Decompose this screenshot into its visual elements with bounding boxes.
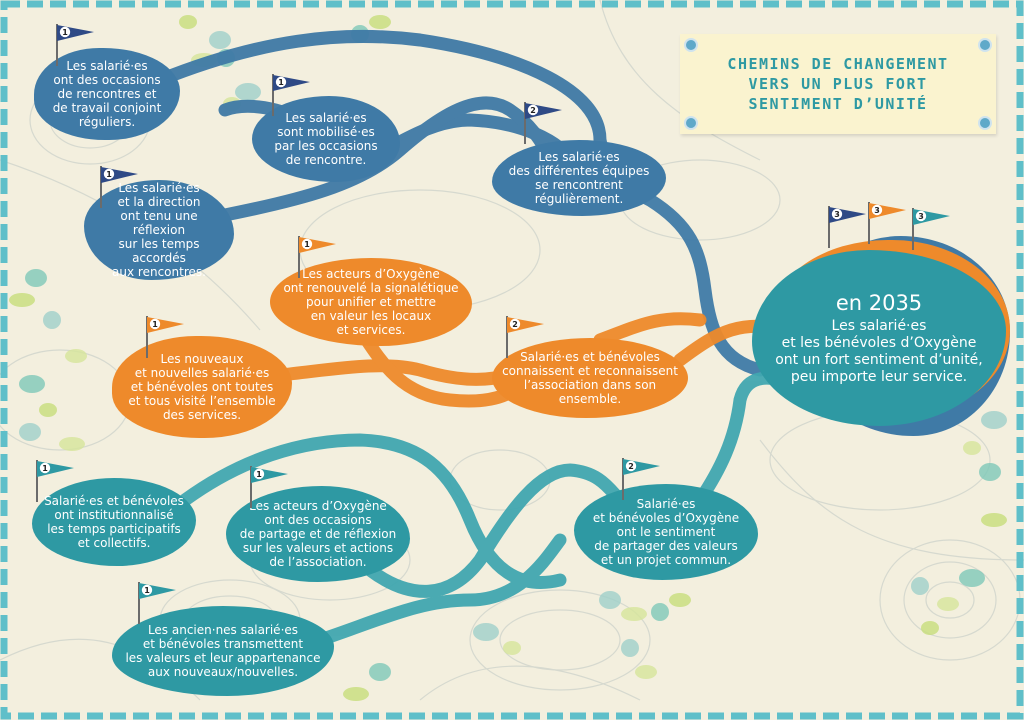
bubble-text: Les salarié·es et la direction ont tenu …: [112, 181, 206, 279]
flag-icon: 1: [138, 582, 176, 624]
blue-step-rencontres: Les salarié·es ont des occasions de renc…: [34, 48, 180, 140]
teal-trail-2: [363, 463, 627, 598]
flag-icon: 1: [250, 466, 288, 508]
svg-text:2: 2: [628, 462, 634, 471]
page-title: CHEMINS DE CHANGEMENT VERS UN PLUS FORT …: [727, 55, 949, 113]
flag-icon: 1: [298, 236, 336, 278]
svg-text:1: 1: [42, 464, 48, 473]
flag-icon: 1: [56, 24, 94, 66]
flag-icon: 3: [828, 206, 866, 248]
title-card: CHEMINS DE CHANGEMENT VERS UN PLUS FORT …: [680, 34, 996, 134]
bubble-text: Les ancien·nes salarié·es et bénévoles t…: [125, 623, 321, 679]
blue-trail-3: [218, 96, 567, 222]
svg-text:1: 1: [278, 78, 284, 87]
goal-bubble: en 2035 Les salarié·es et les bénévoles …: [752, 250, 1006, 426]
pushpin-icon: [684, 38, 698, 52]
svg-text:1: 1: [152, 320, 158, 329]
bubble-text: Les acteurs d’Oxygène ont renouvelé la s…: [283, 267, 459, 337]
svg-text:1: 1: [106, 170, 112, 179]
pushpin-icon: [684, 116, 698, 130]
teal-step-valeurs: Salarié·es et bénévoles d’Oxygène ont le…: [574, 484, 758, 580]
svg-text:2: 2: [530, 106, 536, 115]
svg-text:3: 3: [874, 206, 880, 215]
bubble-text: Salarié·es et bénévoles d’Oxygène ont le…: [592, 497, 740, 567]
teal-trail-4: [693, 371, 787, 507]
blue-trail-1: [153, 29, 767, 377]
goal-content: en 2035 Les salarié·es et les bénévoles …: [775, 290, 983, 386]
flag-icon: 2: [622, 458, 660, 500]
bubble-text: Les nouveaux et nouvelles salarié·es et …: [128, 352, 276, 422]
flag-icon: 1: [100, 166, 138, 208]
bubble-text: Les acteurs d’Oxygène ont des occasions …: [239, 499, 397, 569]
goal-text: Les salarié·es et les bénévoles d’Oxygèn…: [775, 318, 983, 385]
pushpin-icon: [978, 38, 992, 52]
flag-icon: 1: [272, 74, 310, 116]
orange-step-connaissent: Salarié·es et bénévoles connaissent et r…: [492, 338, 688, 418]
flag-icon: 3: [912, 208, 950, 250]
svg-text:1: 1: [304, 240, 310, 249]
blue-step-direction: Les salarié·es et la direction ont tenu …: [84, 180, 234, 280]
teal-step-institutionnalise: Salarié·es et bénévoles ont institutionn…: [32, 478, 196, 566]
blue-step-equipes: Les salarié·es des différentes équipes s…: [492, 140, 666, 216]
orange-step-visite: Les nouveaux et nouvelles salarié·es et …: [112, 336, 292, 438]
flag-icon: 1: [36, 460, 74, 502]
orange-step-signaletique: Les acteurs d’Oxygène ont renouvelé la s…: [270, 258, 472, 346]
svg-text:1: 1: [62, 28, 68, 37]
teal-trail-3: [313, 533, 567, 647]
svg-text:3: 3: [918, 212, 924, 221]
bubble-text: Salarié·es et bénévoles ont institutionn…: [44, 494, 184, 550]
bubble-text: Les salarié·es ont des occasions de renc…: [52, 59, 162, 129]
flag-icon: 3: [868, 202, 906, 244]
flag-icon: 1: [146, 316, 184, 358]
flag-icon: 2: [506, 316, 544, 358]
orange-trail-4: [593, 312, 707, 347]
goal-year: en 2035: [835, 291, 923, 315]
blue-step-mobilises: Les salarié·es sont mobilisé·es par les …: [252, 96, 400, 182]
teal-trails: [178, 371, 787, 647]
teal-step-partage: Les acteurs d’Oxygène ont des occasions …: [226, 486, 410, 582]
svg-text:1: 1: [144, 586, 150, 595]
teal-trail-1: [178, 433, 567, 589]
svg-text:3: 3: [834, 210, 840, 219]
svg-text:2: 2: [512, 320, 518, 329]
teal-step-transmettent: Les ancien·nes salarié·es et bénévoles t…: [112, 606, 334, 696]
flag-icon: 2: [524, 102, 562, 144]
bubble-text: Salarié·es et bénévoles connaissent et r…: [502, 350, 678, 406]
bubble-text: Les salarié·es sont mobilisé·es par les …: [274, 111, 378, 167]
bubble-text: Les salarié·es des différentes équipes s…: [508, 150, 650, 206]
svg-text:1: 1: [256, 470, 262, 479]
pushpin-icon: [978, 116, 992, 130]
